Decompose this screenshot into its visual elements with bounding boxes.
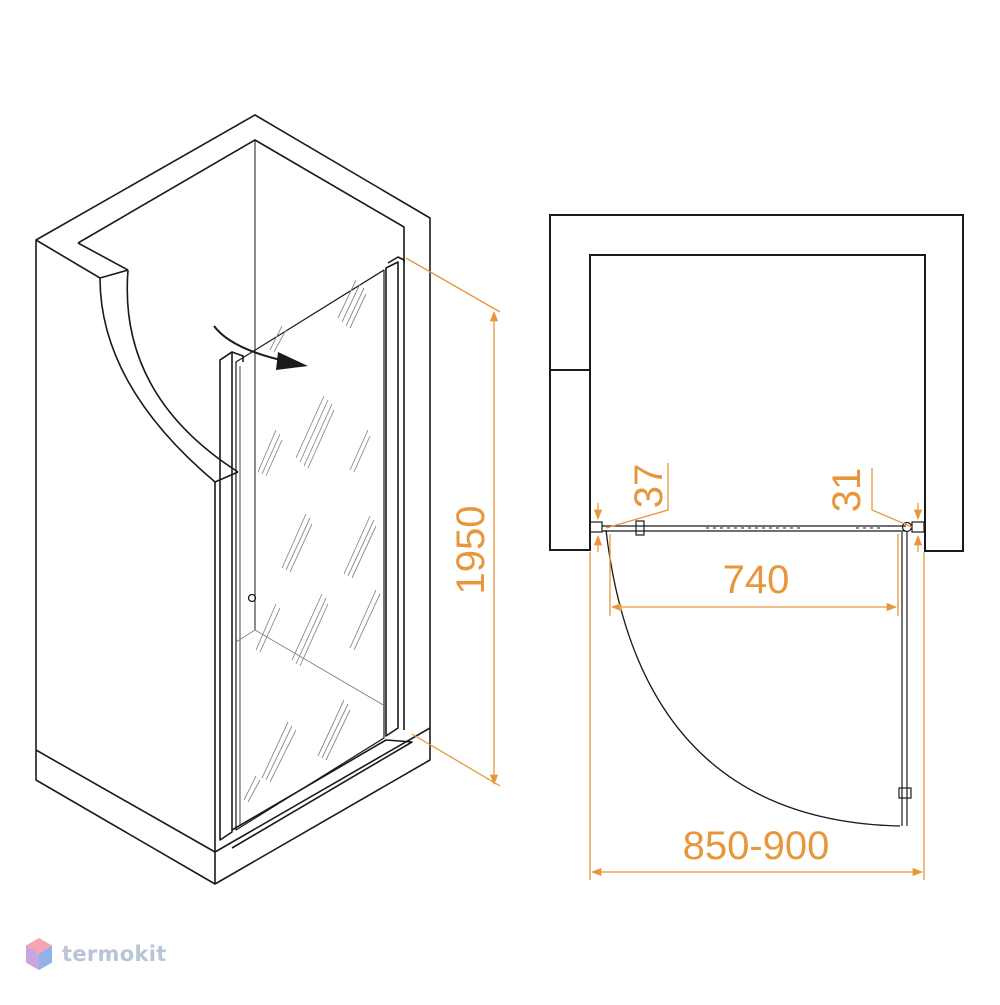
- glass-panel: [235, 269, 385, 831]
- opening-width-label: 850-900: [683, 824, 830, 868]
- offset-left-label: 37: [627, 464, 671, 509]
- enclosure-top-rim: [77, 139, 405, 263]
- height-dimension-label: 1950: [449, 506, 493, 595]
- opening-width-dimension: [589, 552, 925, 880]
- plan-wall-outline: [549, 214, 964, 552]
- glass-hatching: [243, 279, 381, 803]
- curved-wall-face: [99, 277, 216, 483]
- offset-callouts: [593, 463, 923, 552]
- plan-wall-left-pier: [549, 370, 591, 551]
- enclosure-outline: [35, 114, 431, 885]
- door-handle: [247, 593, 257, 603]
- door-width-label: 740: [723, 558, 790, 602]
- offset-right-label: 31: [825, 468, 869, 513]
- swing-arrow-icon: [213, 325, 308, 370]
- curved-wall-edge: [126, 269, 239, 473]
- plan-view: [549, 214, 964, 552]
- door-width-dimension: [609, 534, 899, 616]
- base-plinth: [35, 727, 431, 853]
- isometric-view: [35, 114, 431, 885]
- door-profile-left: [219, 351, 233, 841]
- brand-name: termokit: [62, 942, 167, 966]
- height-dimension: [405, 257, 501, 787]
- hexagon-cube-icon: [26, 938, 52, 970]
- brand-watermark: termokit: [24, 934, 167, 974]
- door-profile-right: [385, 261, 399, 737]
